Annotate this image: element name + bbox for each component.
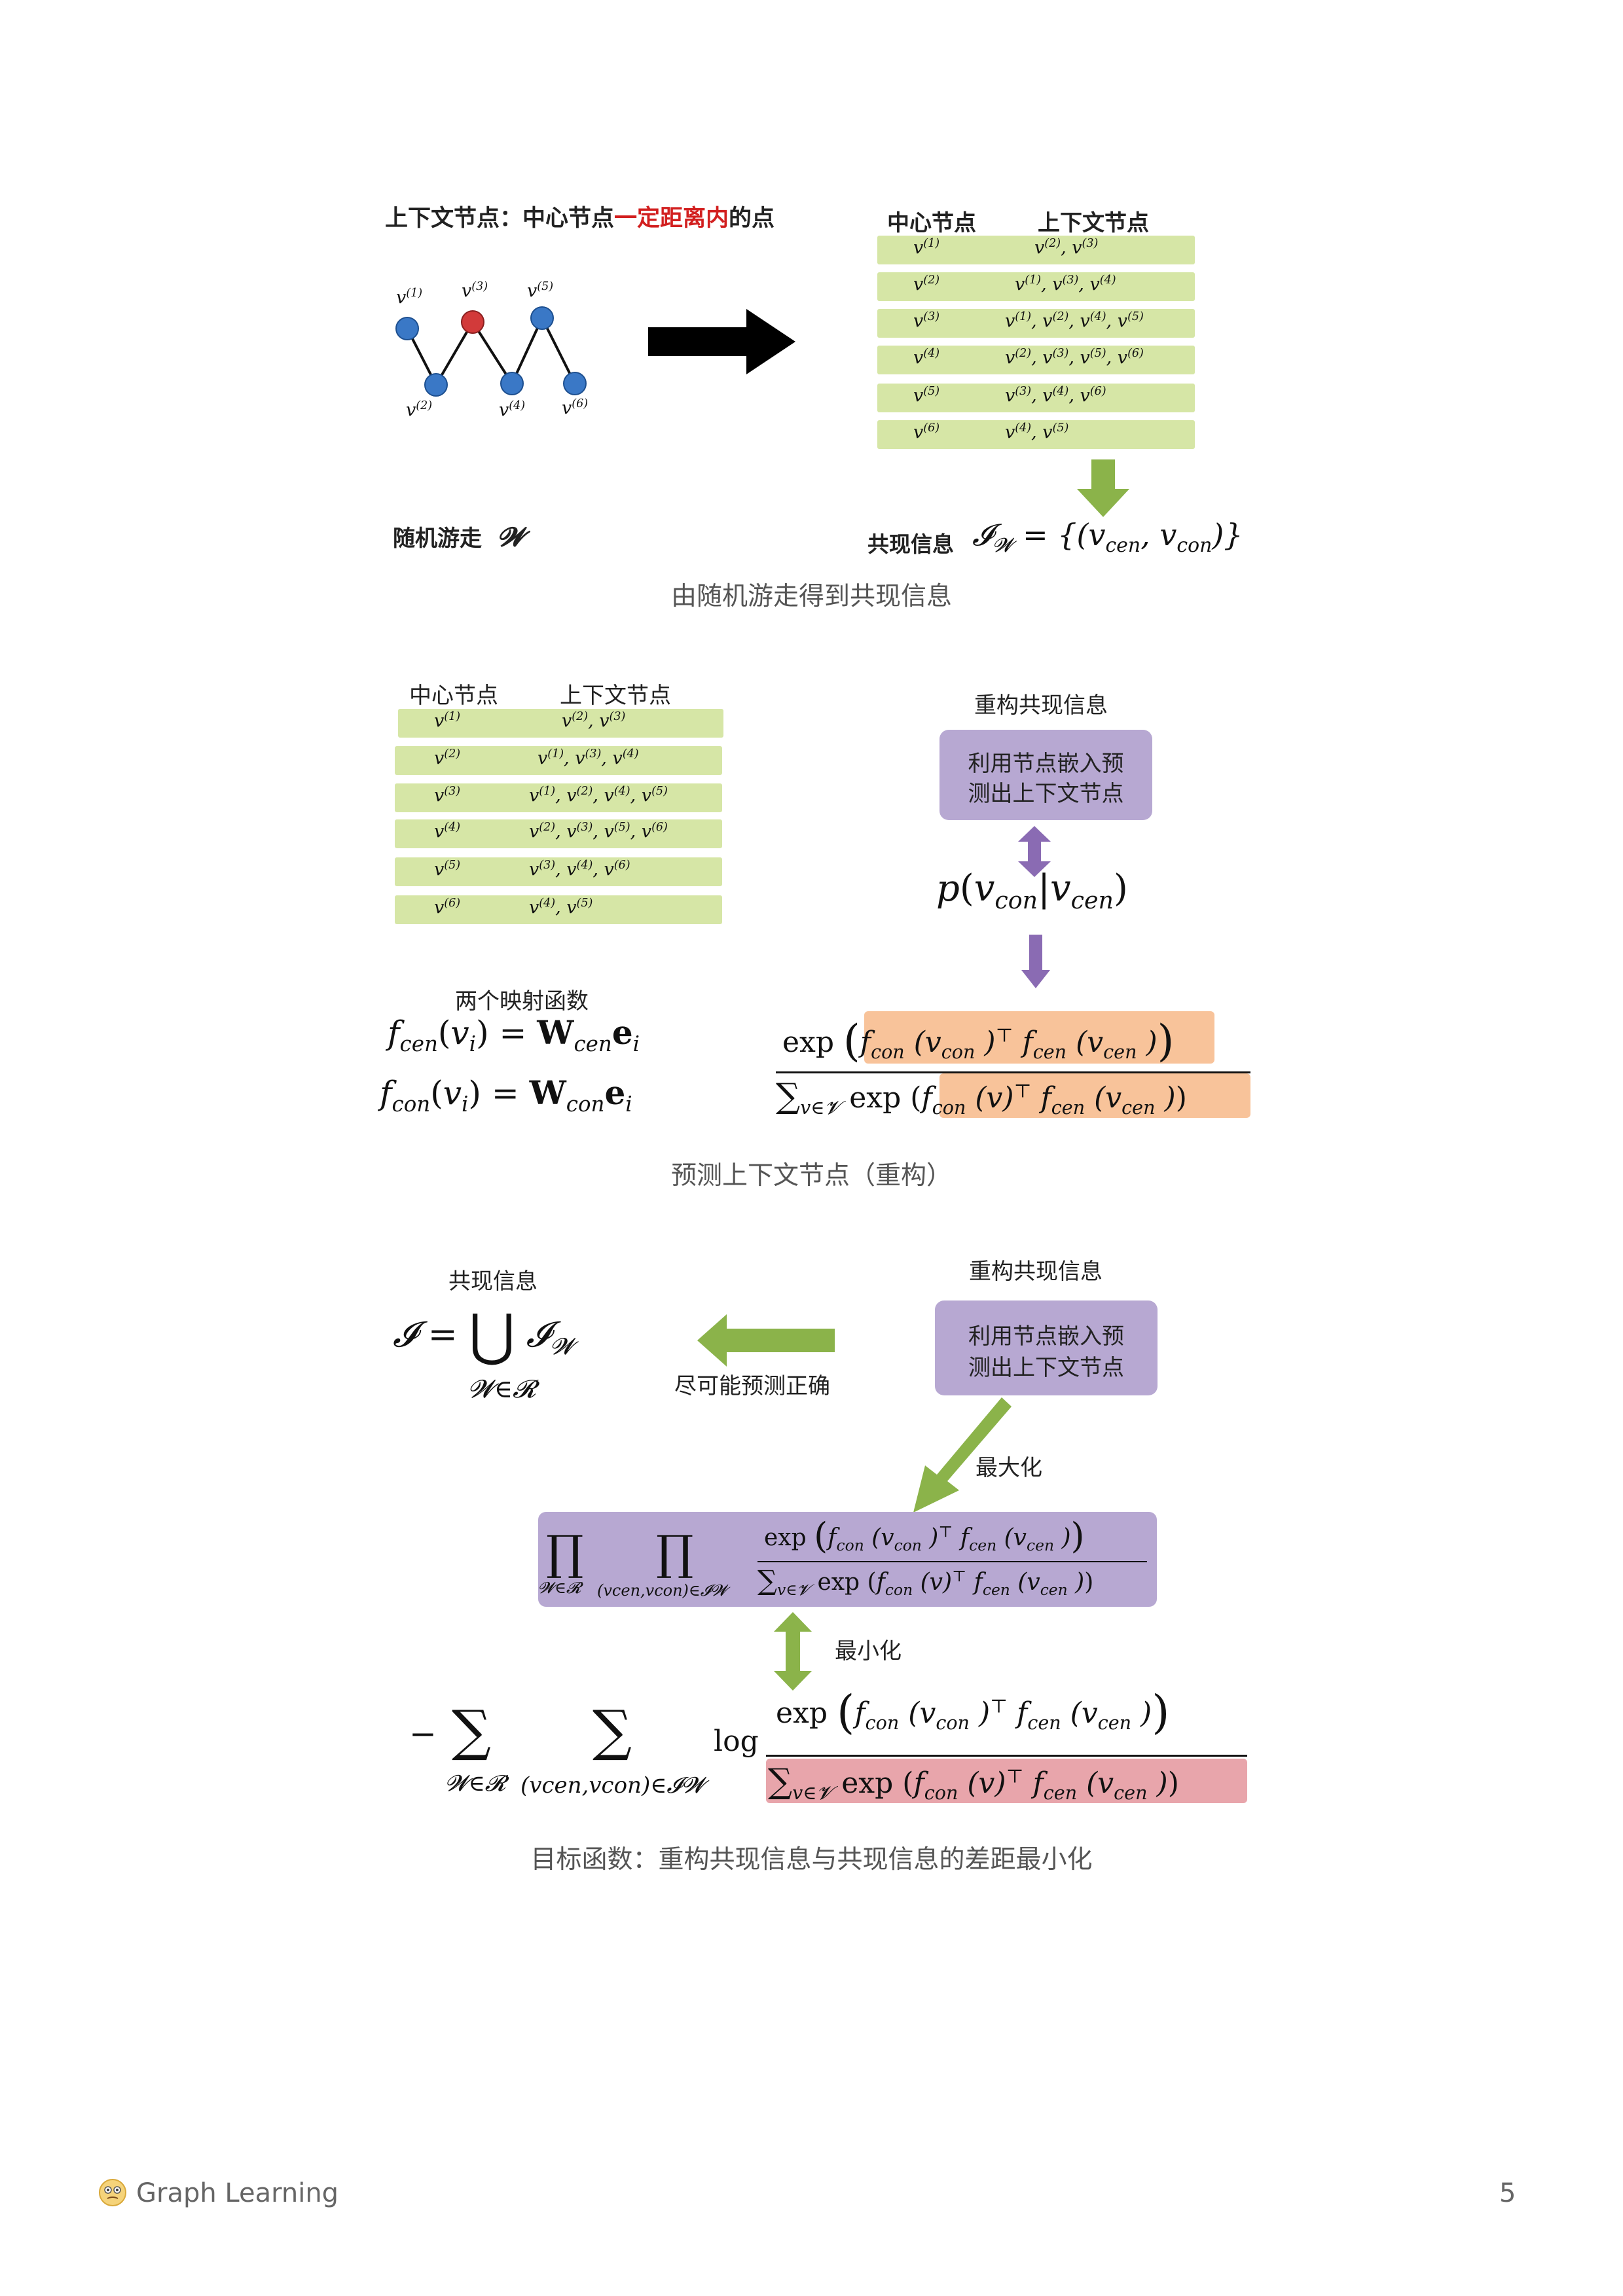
union-sub: 𝓦∈𝓡 — [468, 1374, 536, 1403]
node-label-v2: v(2) — [406, 399, 433, 420]
figure2-caption: 预测上下文节点（重构） — [670, 1161, 952, 1191]
prod-denominator: ∑v∈𝓥 exp (fcon (v)⊤ fcen (vcen )) — [757, 1564, 1094, 1600]
table2-header-context: 上下文节点 — [560, 683, 671, 709]
table1-row: v(5)v(3), v(4), v(6) — [877, 384, 1195, 412]
table2-row: v(5)v(3), v(4), v(6) — [395, 857, 722, 886]
sum-sub-1: 𝓦∈𝓡 — [445, 1770, 506, 1797]
fig3-reconstruct-label: 重构共现信息 — [969, 1259, 1103, 1285]
arrow-label: 尽可能预测正确 — [674, 1373, 830, 1399]
fcen-formula: fcen(vi) = Wcenei — [388, 1013, 640, 1056]
reconstruct-label: 重构共现信息 — [974, 692, 1108, 719]
prob-formula: p(vcon|vcen) — [936, 867, 1128, 915]
product-box: ∏ ∏ 𝓦∈𝓡 (vcen,vcon)∈𝓘𝓦 exp (fcon (vcon )… — [538, 1512, 1157, 1607]
fcon-formula: fcon(vi) = Wconei — [380, 1073, 632, 1117]
node-v3 — [461, 310, 484, 334]
down-arrow-purple-icon — [1021, 935, 1050, 988]
objective-formula: − ∑ ∑ 𝓦∈𝓡 (vcen,vcon)∈𝓘𝓦 log exp (fcon (… — [409, 1685, 1250, 1816]
prod-fraction-bar — [757, 1561, 1147, 1562]
table1-row: v(4)v(2), v(3), v(5), v(6) — [877, 346, 1195, 374]
denominator-highlight — [939, 1073, 1250, 1118]
face-emoji-icon — [99, 2179, 126, 2206]
left-arrow-icon — [697, 1314, 835, 1367]
prod-sub-2: (vcen,vcon)∈𝓘𝓦 — [597, 1581, 728, 1600]
fig3-cooccur-label: 共现信息 — [448, 1268, 538, 1295]
green-double-arrow-icon — [774, 1612, 812, 1691]
table1-row: v(3)v(1), v(2), v(4), v(5) — [877, 309, 1195, 338]
table2-row: v(4)v(2), v(3), v(5), v(6) — [395, 819, 722, 848]
table1-header-center: 中心节点 — [887, 210, 976, 236]
node-label-v5: v(5) — [527, 280, 554, 301]
union-formula: 𝓘 = ⋃ 𝓘𝓦 — [393, 1302, 575, 1368]
node-v6 — [563, 372, 587, 395]
sum-sub-2: (vcen,vcon)∈𝓘𝓦 — [520, 1772, 706, 1799]
table2-row: v(6)v(4), v(5) — [395, 895, 722, 924]
node-label-v3: v(3) — [462, 280, 488, 301]
log-label: log — [714, 1725, 759, 1758]
numerator-highlight — [864, 1011, 1214, 1064]
prod-symbol-2: ∏ — [656, 1525, 694, 1580]
cooccur-label-text: 共现信息 — [867, 531, 954, 557]
prod-numerator: exp (fcon (vcon )⊤ fcen (vcen )) — [764, 1515, 1085, 1556]
walk-label-text: 随机游走 — [393, 526, 482, 552]
node-label-v6: v(6) — [562, 397, 589, 418]
table2-row: v(3)v(1), v(2), v(4), v(5) — [395, 783, 722, 812]
right-arrow-icon — [648, 309, 795, 374]
fig3-box-line2: 测出上下文节点 — [968, 1355, 1124, 1381]
prod-symbol-1: ∏ — [546, 1525, 584, 1580]
walk-symbol: 𝓦 — [497, 522, 525, 552]
minus-sign: − — [409, 1715, 437, 1753]
node-v4 — [500, 372, 524, 395]
double-arrow-icon — [1018, 826, 1051, 877]
table1-row: v(2)v(1), v(3), v(4) — [877, 272, 1195, 301]
objective-denominator: ∑v∈𝓥 exp (fcon (v)⊤ fcen (vcen )) — [768, 1762, 1179, 1804]
sum-symbol-1: ∑ — [452, 1698, 491, 1763]
diagonal-arrow-icon — [913, 1397, 1012, 1513]
title-suffix: 的点 — [729, 206, 775, 232]
mapping-label: 两个映射函数 — [455, 988, 589, 1014]
table2-row: v(1)v(2), v(3) — [398, 709, 723, 738]
fig3-box-line1: 利用节点嵌入预 — [968, 1323, 1124, 1350]
title-red: 一定距离内 — [614, 206, 729, 232]
objective-den-highlight — [766, 1759, 1247, 1803]
footer-brand-text: Graph Learning — [136, 2178, 339, 2208]
prod-sub-1: 𝓦∈𝓡 — [538, 1579, 581, 1597]
node-label-v4: v(4) — [499, 399, 526, 420]
node-label-v1: v(1) — [396, 287, 423, 308]
predict-box-line2: 测出上下文节点 — [968, 781, 1124, 807]
denominator: ∑v∈𝓥 exp (fcon (v)⊤ fcen (vcen )) — [776, 1077, 1187, 1119]
table1-row: v(1)v(2), v(3) — [877, 236, 1195, 264]
cooccur-formula: 𝓘𝓦 = {(vcen, vcon)} — [972, 517, 1243, 558]
table1-header-context: 上下文节点 — [1038, 210, 1149, 236]
predict-box-line1: 利用节点嵌入预 — [968, 751, 1124, 777]
down-arrow-icon — [1077, 459, 1129, 517]
figure3-caption: 目标函数：重构共现信息与共现信息的差距最小化 — [530, 1845, 1093, 1874]
title-prefix: 上下文节点：中心节点 — [385, 206, 615, 232]
table2-row: v(2)v(1), v(3), v(4) — [395, 746, 722, 775]
sum-symbol-2: ∑ — [593, 1698, 632, 1763]
objective-numerator: exp (fcon (vcon )⊤ fcen (vcen )) — [776, 1685, 1170, 1739]
table2-header-center: 中心节点 — [409, 683, 498, 709]
softmax-formula: exp (fcon (vcon )⊤ fcen (vcen )) ∑v∈𝓥 ex… — [776, 1001, 1250, 1132]
numerator: exp (fcon (vcon )⊤ fcen (vcen )) — [782, 1016, 1175, 1066]
node-v1 — [395, 317, 419, 340]
cooccur-label: 共现信息 — [867, 527, 954, 558]
page-number: 5 — [1499, 2178, 1516, 2208]
node-v5 — [530, 306, 554, 330]
fraction-bar — [776, 1071, 1250, 1073]
random-walk-graph — [395, 306, 587, 397]
maximize-label: 最大化 — [976, 1455, 1042, 1481]
figure1-caption: 由随机游走得到共现信息 — [670, 582, 952, 611]
objective-fraction-bar — [766, 1755, 1247, 1757]
figure1-title: 上下文节点：中心节点一定距离内的点 — [385, 200, 775, 233]
predict-box: 利用节点嵌入预 测出上下文节点 — [939, 730, 1152, 820]
node-v2 — [424, 373, 448, 397]
minimize-label: 最小化 — [835, 1638, 902, 1664]
table1-row: v(6)v(4), v(5) — [877, 420, 1195, 449]
fig3-predict-box: 利用节点嵌入预 测出上下文节点 — [935, 1300, 1158, 1395]
walk-label: 随机游走 𝓦 — [393, 520, 525, 552]
